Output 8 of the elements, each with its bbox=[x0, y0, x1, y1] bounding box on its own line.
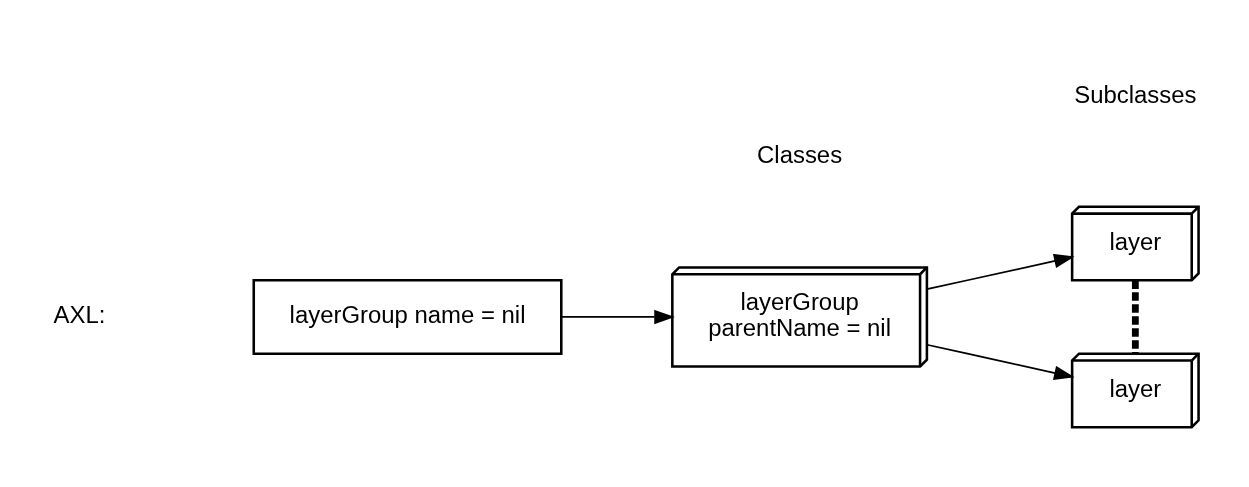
arrow bbox=[560, 309, 675, 325]
arrow bbox=[926, 253, 1075, 291]
arrow bbox=[926, 343, 1075, 380]
label: AXL: bbox=[53, 301, 106, 329]
label: Classes bbox=[757, 140, 843, 168]
label: Subclasses bbox=[1074, 80, 1197, 108]
node-box: layerGroup name = nil bbox=[252, 278, 563, 355]
connector bbox=[1131, 280, 1139, 354]
